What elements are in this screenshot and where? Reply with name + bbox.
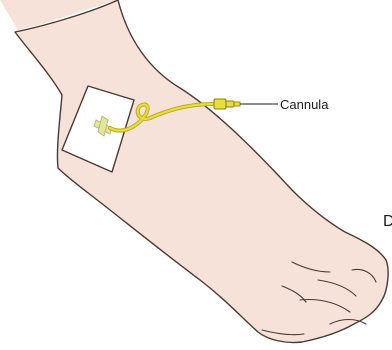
edge-character: D	[383, 213, 392, 230]
forearm	[15, 0, 388, 343]
cannula-label: Cannula	[280, 97, 329, 112]
cannula-hub	[214, 99, 240, 109]
